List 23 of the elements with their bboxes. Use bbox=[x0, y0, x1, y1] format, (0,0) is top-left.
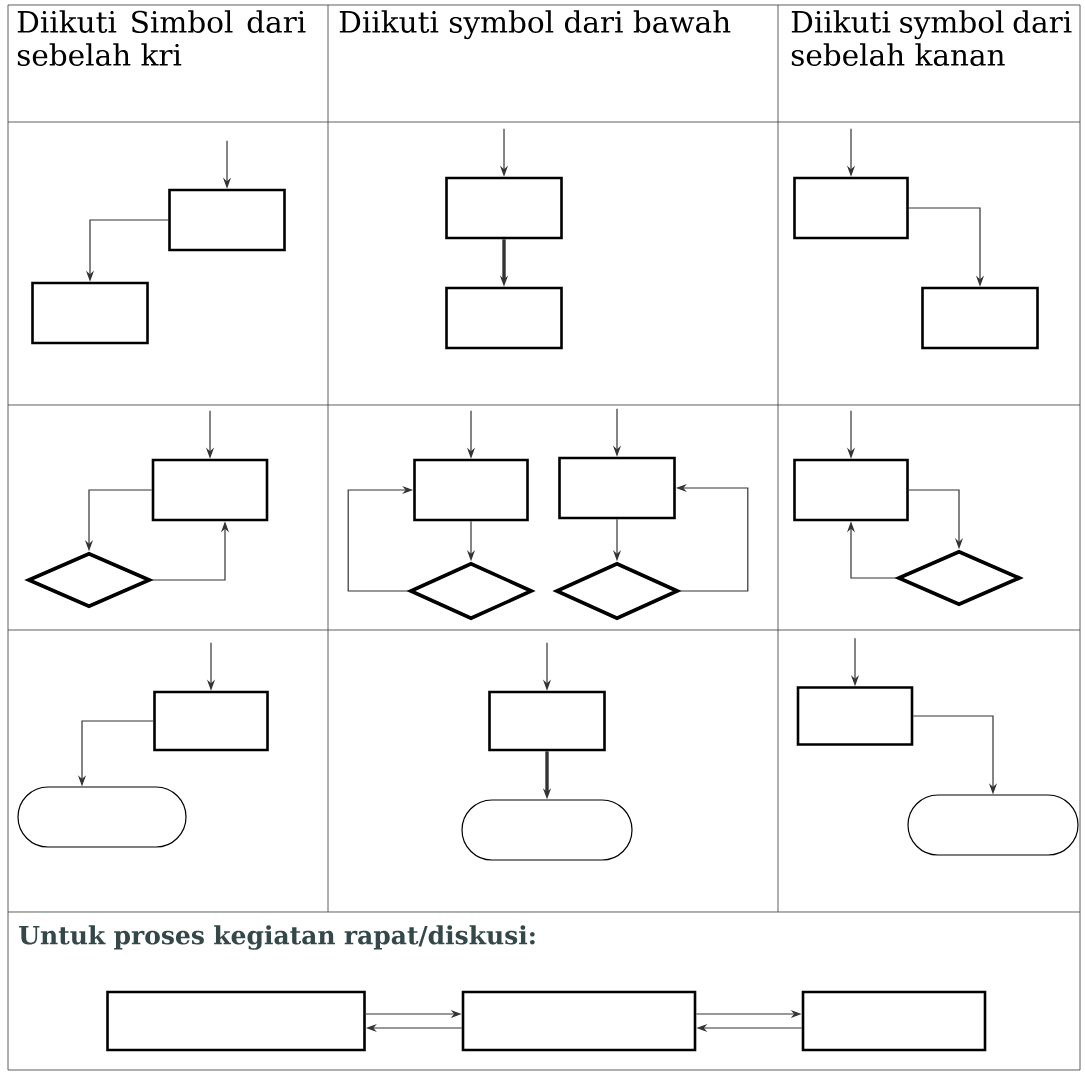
process-box bbox=[801, 990, 987, 1052]
header-text: Diikuti symbol dari sebelah kanan bbox=[791, 10, 1072, 67]
process-box bbox=[793, 176, 909, 240]
process-box bbox=[793, 458, 909, 522]
process-box bbox=[151, 458, 269, 522]
process-box bbox=[106, 990, 366, 1052]
header-text: Diikuti symbol dari bawah bbox=[339, 10, 731, 40]
terminator-shape bbox=[907, 794, 1079, 856]
process-box bbox=[168, 188, 286, 252]
section-heading: Untuk proses kegiatan rapat/diskusi: bbox=[19, 925, 535, 950]
process-box bbox=[921, 286, 1039, 350]
process-box bbox=[153, 690, 269, 752]
process-box bbox=[488, 690, 606, 752]
process-box bbox=[796, 686, 914, 746]
terminator-shape bbox=[461, 799, 633, 861]
process-box bbox=[413, 458, 529, 522]
process-box bbox=[461, 990, 697, 1052]
process-box bbox=[558, 456, 676, 520]
process-box bbox=[445, 176, 563, 240]
process-box bbox=[31, 281, 149, 345]
header-text: Diikuti Simbol dari sebelah kri bbox=[17, 10, 306, 67]
terminator-shape bbox=[17, 786, 187, 848]
process-box bbox=[445, 286, 563, 350]
